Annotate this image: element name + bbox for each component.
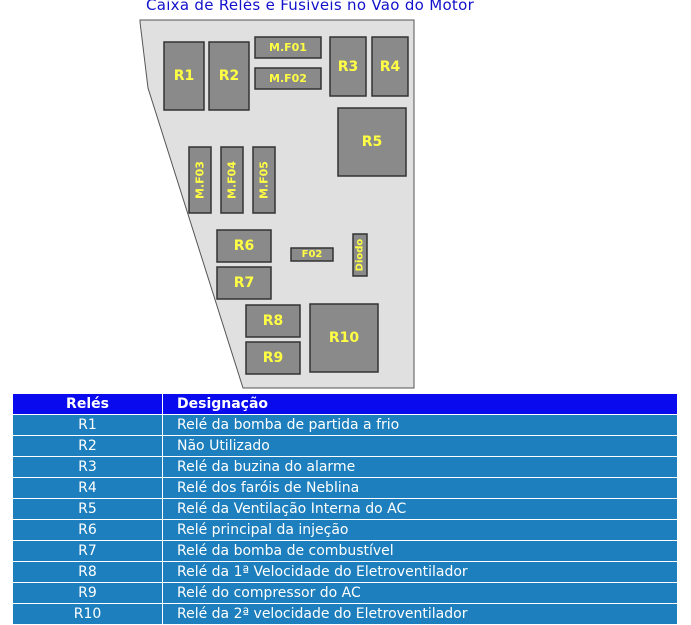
designation-cell: Relé dos faróis de Neblina	[162, 477, 677, 499]
relay-cell: R3	[13, 456, 163, 478]
table-row: R2 Não Utilizado	[13, 435, 677, 457]
table-row: R5 Relé da Ventilação Interna do AC	[13, 498, 677, 520]
svg-text:F02: F02	[302, 249, 323, 260]
relay-r6: R6	[216, 229, 272, 263]
relay-cell: R2	[13, 435, 163, 457]
designation-cell: Relé da 1ª Velocidade do Eletroventilado…	[162, 561, 677, 583]
designation-cell: Não Utilizado	[162, 435, 677, 457]
svg-text:R3: R3	[338, 59, 359, 75]
svg-text:M.F02: M.F02	[269, 72, 307, 85]
table-row: R1 Relé da bomba de partida a frio	[13, 414, 677, 436]
column-header-designation: Designação	[162, 394, 677, 415]
fuse-mf03: M.F03	[188, 146, 212, 214]
column-header-relays: Relés	[13, 394, 163, 415]
table-row: R3 Relé da buzina do alarme	[13, 456, 677, 478]
relay-cell: R9	[13, 582, 163, 604]
svg-text:R1: R1	[174, 68, 195, 84]
table-row: R10 Relé da 2ª velocidade do Eletroventi…	[13, 603, 677, 625]
relay-cell: R6	[13, 519, 163, 541]
svg-text:R4: R4	[380, 59, 401, 75]
svg-text:R2: R2	[219, 68, 240, 84]
designation-cell: Relé principal da injeção	[162, 519, 677, 541]
table-row: R7 Relé da bomba de combustível	[13, 540, 677, 562]
svg-text:R5: R5	[362, 134, 383, 150]
designation-cell: Relé da bomba de partida a frio	[162, 414, 677, 436]
fuse-mf05: M.F05	[252, 146, 276, 214]
fuse-f02: F02	[290, 247, 334, 262]
svg-text:M.F03: M.F03	[194, 161, 207, 199]
relay-r10: R10	[309, 303, 379, 373]
table-row: R8 Relé da 1ª Velocidade do Eletroventil…	[13, 561, 677, 583]
relay-legend-table: Relés Designação R1 Relé da bomba de par…	[13, 394, 677, 625]
relay-r1: R1	[163, 41, 205, 111]
relay-r5: R5	[337, 107, 407, 177]
fuse-mf01: M.F01	[254, 36, 322, 59]
relay-cell: R7	[13, 540, 163, 562]
designation-cell: Relé da bomba de combustível	[162, 540, 677, 562]
relay-cell: R1	[13, 414, 163, 436]
relay-cell: R10	[13, 603, 163, 625]
designation-cell: Relé da Ventilação Interna do AC	[162, 498, 677, 520]
fuse-mf02: M.F02	[254, 67, 322, 90]
relay-r7: R7	[216, 266, 272, 300]
svg-text:Diodo: Diodo	[355, 239, 366, 272]
designation-cell: Relé do compressor do AC	[162, 582, 677, 604]
svg-text:R9: R9	[263, 350, 284, 366]
svg-text:R6: R6	[234, 238, 255, 254]
svg-text:M.F04: M.F04	[226, 161, 239, 199]
relay-cell: R4	[13, 477, 163, 499]
table-row: R6 Relé principal da injeção	[13, 519, 677, 541]
relay-r9: R9	[245, 341, 301, 375]
table-header-row: Relés Designação	[13, 394, 677, 415]
relay-r2: R2	[208, 41, 250, 111]
relay-cell: R8	[13, 561, 163, 583]
svg-text:R7: R7	[234, 275, 255, 291]
svg-text:R8: R8	[263, 313, 284, 329]
table-row: R4 Relé dos faróis de Neblina	[13, 477, 677, 499]
relay-cell: R5	[13, 498, 163, 520]
table-row: R9 Relé do compressor do AC	[13, 582, 677, 604]
svg-text:M.F05: M.F05	[258, 161, 271, 199]
svg-text:M.F01: M.F01	[269, 41, 307, 54]
designation-cell: Relé da 2ª velocidade do Eletroventilado…	[162, 603, 677, 625]
designation-cell: Relé da buzina do alarme	[162, 456, 677, 478]
relay-r8: R8	[245, 304, 301, 338]
svg-text:R10: R10	[329, 330, 360, 346]
diagram-title: Caixa de Relés e Fusíveis no Vão do Moto…	[145, 0, 475, 14]
relay-r4: R4	[371, 36, 409, 97]
relay-r3: R3	[329, 36, 367, 97]
fuse-mf04: M.F04	[220, 146, 244, 214]
fuse-box-diagram: R1 R2 R3 R4 R5 R6 R7 R8 R9 R10 M.F01	[139, 19, 415, 389]
diode: Diodo	[352, 233, 368, 277]
